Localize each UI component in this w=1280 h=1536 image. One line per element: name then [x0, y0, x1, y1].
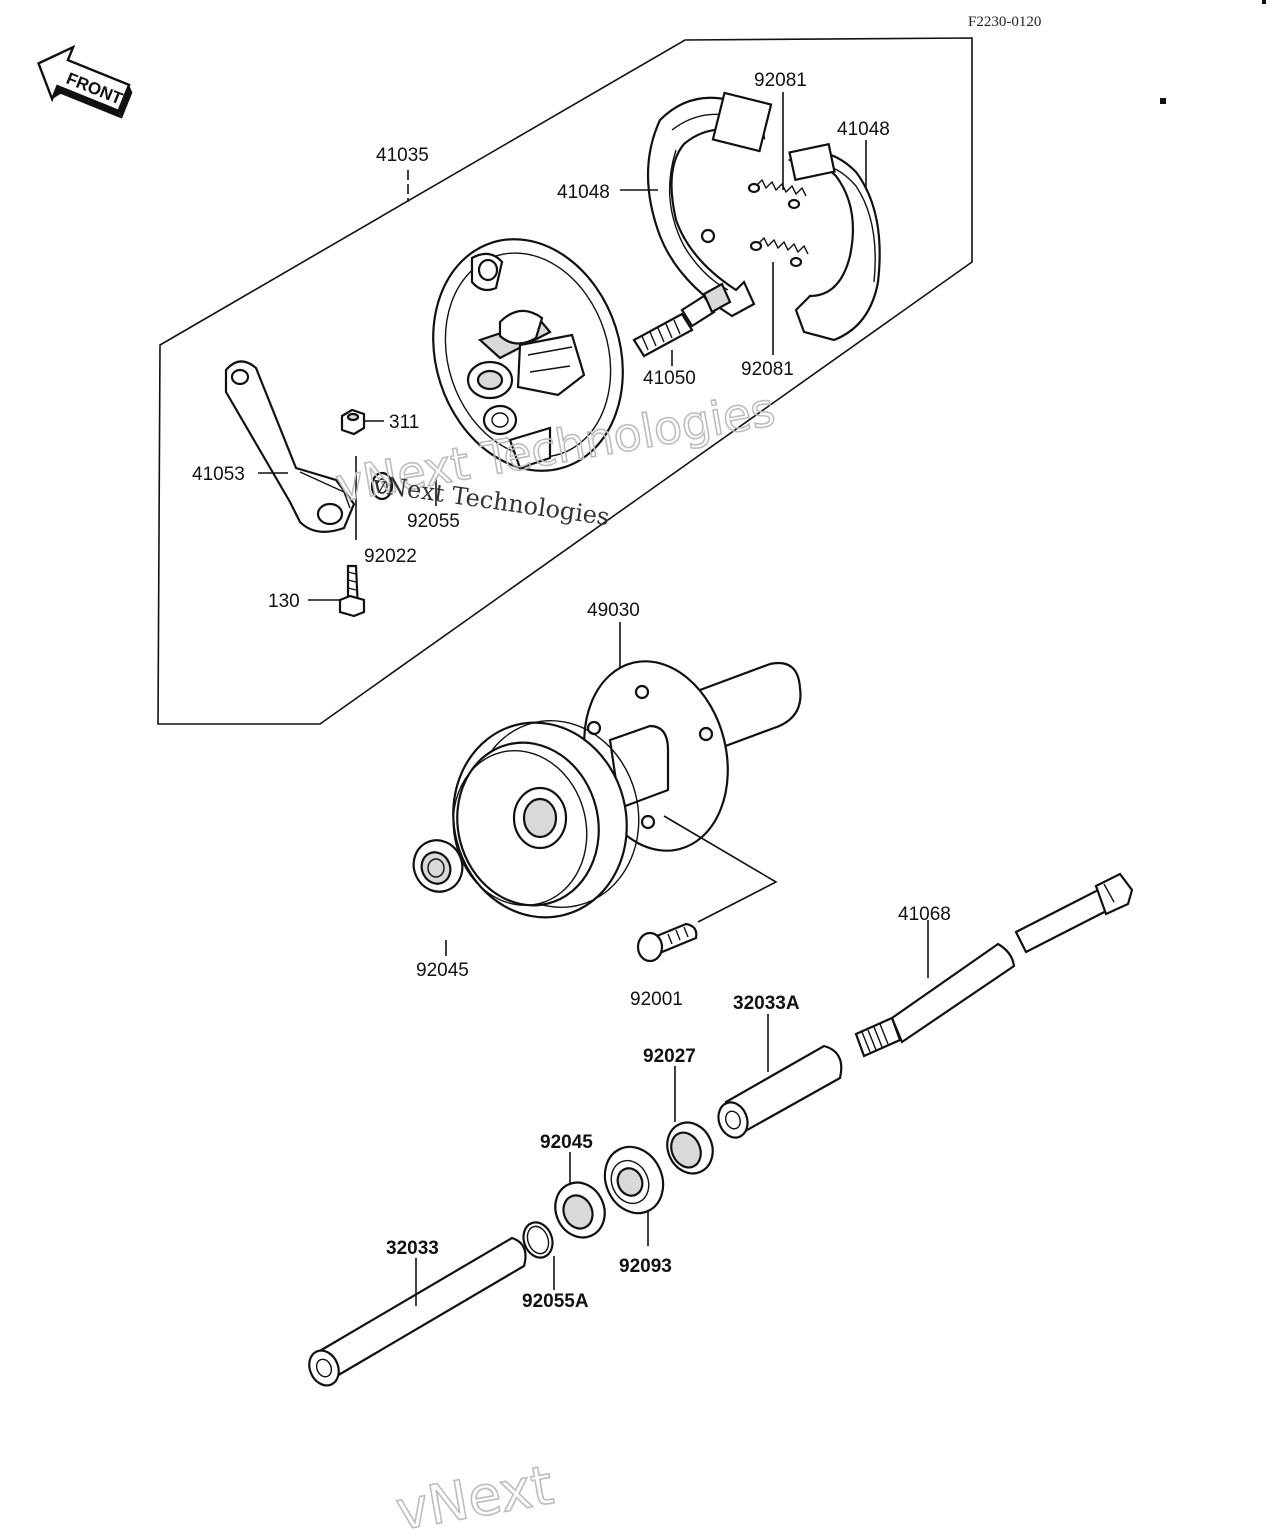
brake-lever [224, 360, 356, 533]
brake-shoe-left [646, 91, 773, 318]
spring-lower [749, 236, 809, 268]
part-label-41053: 41053 [192, 464, 245, 485]
leader-92001 [663, 815, 778, 923]
part-label-32033: 32033 [386, 1238, 439, 1259]
sleeve-32033 [308, 1236, 527, 1387]
washer-92055 [370, 471, 394, 501]
part-label-41035: 41035 [376, 145, 429, 166]
brake-panel [432, 238, 624, 472]
collar-92027 [666, 1121, 714, 1175]
front-arrow-icon: FRONT [36, 44, 133, 119]
part-label-92027: 92027 [643, 1046, 696, 1067]
nut-311 [340, 408, 366, 436]
part-label-92093: 92093 [619, 1256, 672, 1277]
part-label-41048-right: 41048 [837, 119, 890, 140]
bolt-130 [338, 564, 366, 618]
part-label-92081-upper: 92081 [754, 70, 807, 91]
corner-mark-top [1262, 0, 1266, 4]
part-label-92045-upper: 92045 [416, 960, 469, 981]
part-label-92055: 92055 [407, 511, 460, 532]
part-label-49030: 49030 [587, 600, 640, 621]
bearing-92045-upper [412, 839, 464, 893]
watermark-bottom: vNext [391, 1453, 557, 1536]
part-label-92001: 92001 [630, 989, 683, 1010]
part-label-41048-left: 41048 [557, 182, 610, 203]
wheel-hub [452, 660, 802, 919]
part-label-41068: 41068 [898, 904, 951, 925]
circlip-92055A [522, 1221, 554, 1259]
brake-cam-shaft [632, 282, 732, 358]
part-label-92055A: 92055A [522, 1291, 589, 1312]
axle-41068 [854, 872, 1134, 1058]
stud-bolt-92001 [636, 922, 698, 963]
part-label-311: 311 [389, 412, 419, 433]
sleeve-32033A [717, 1044, 843, 1139]
part-label-92045-lower: 92045 [540, 1132, 593, 1153]
spring-upper [747, 178, 807, 210]
brake-panel-assembly-outline [157, 37, 973, 725]
part-label-92022: 92022 [364, 546, 417, 567]
part-label-92081-lower: 92081 [741, 359, 794, 380]
part-label-130: 130 [268, 591, 300, 612]
seal-92093 [603, 1145, 665, 1215]
corner-mark [1160, 98, 1166, 104]
brake-shoe-right [787, 142, 881, 342]
part-label-32033A: 32033A [733, 993, 800, 1014]
bearing-92045-lower [554, 1181, 606, 1239]
drawing-code: F2230-0120 [968, 14, 1041, 30]
part-label-41050: 41050 [643, 368, 696, 389]
